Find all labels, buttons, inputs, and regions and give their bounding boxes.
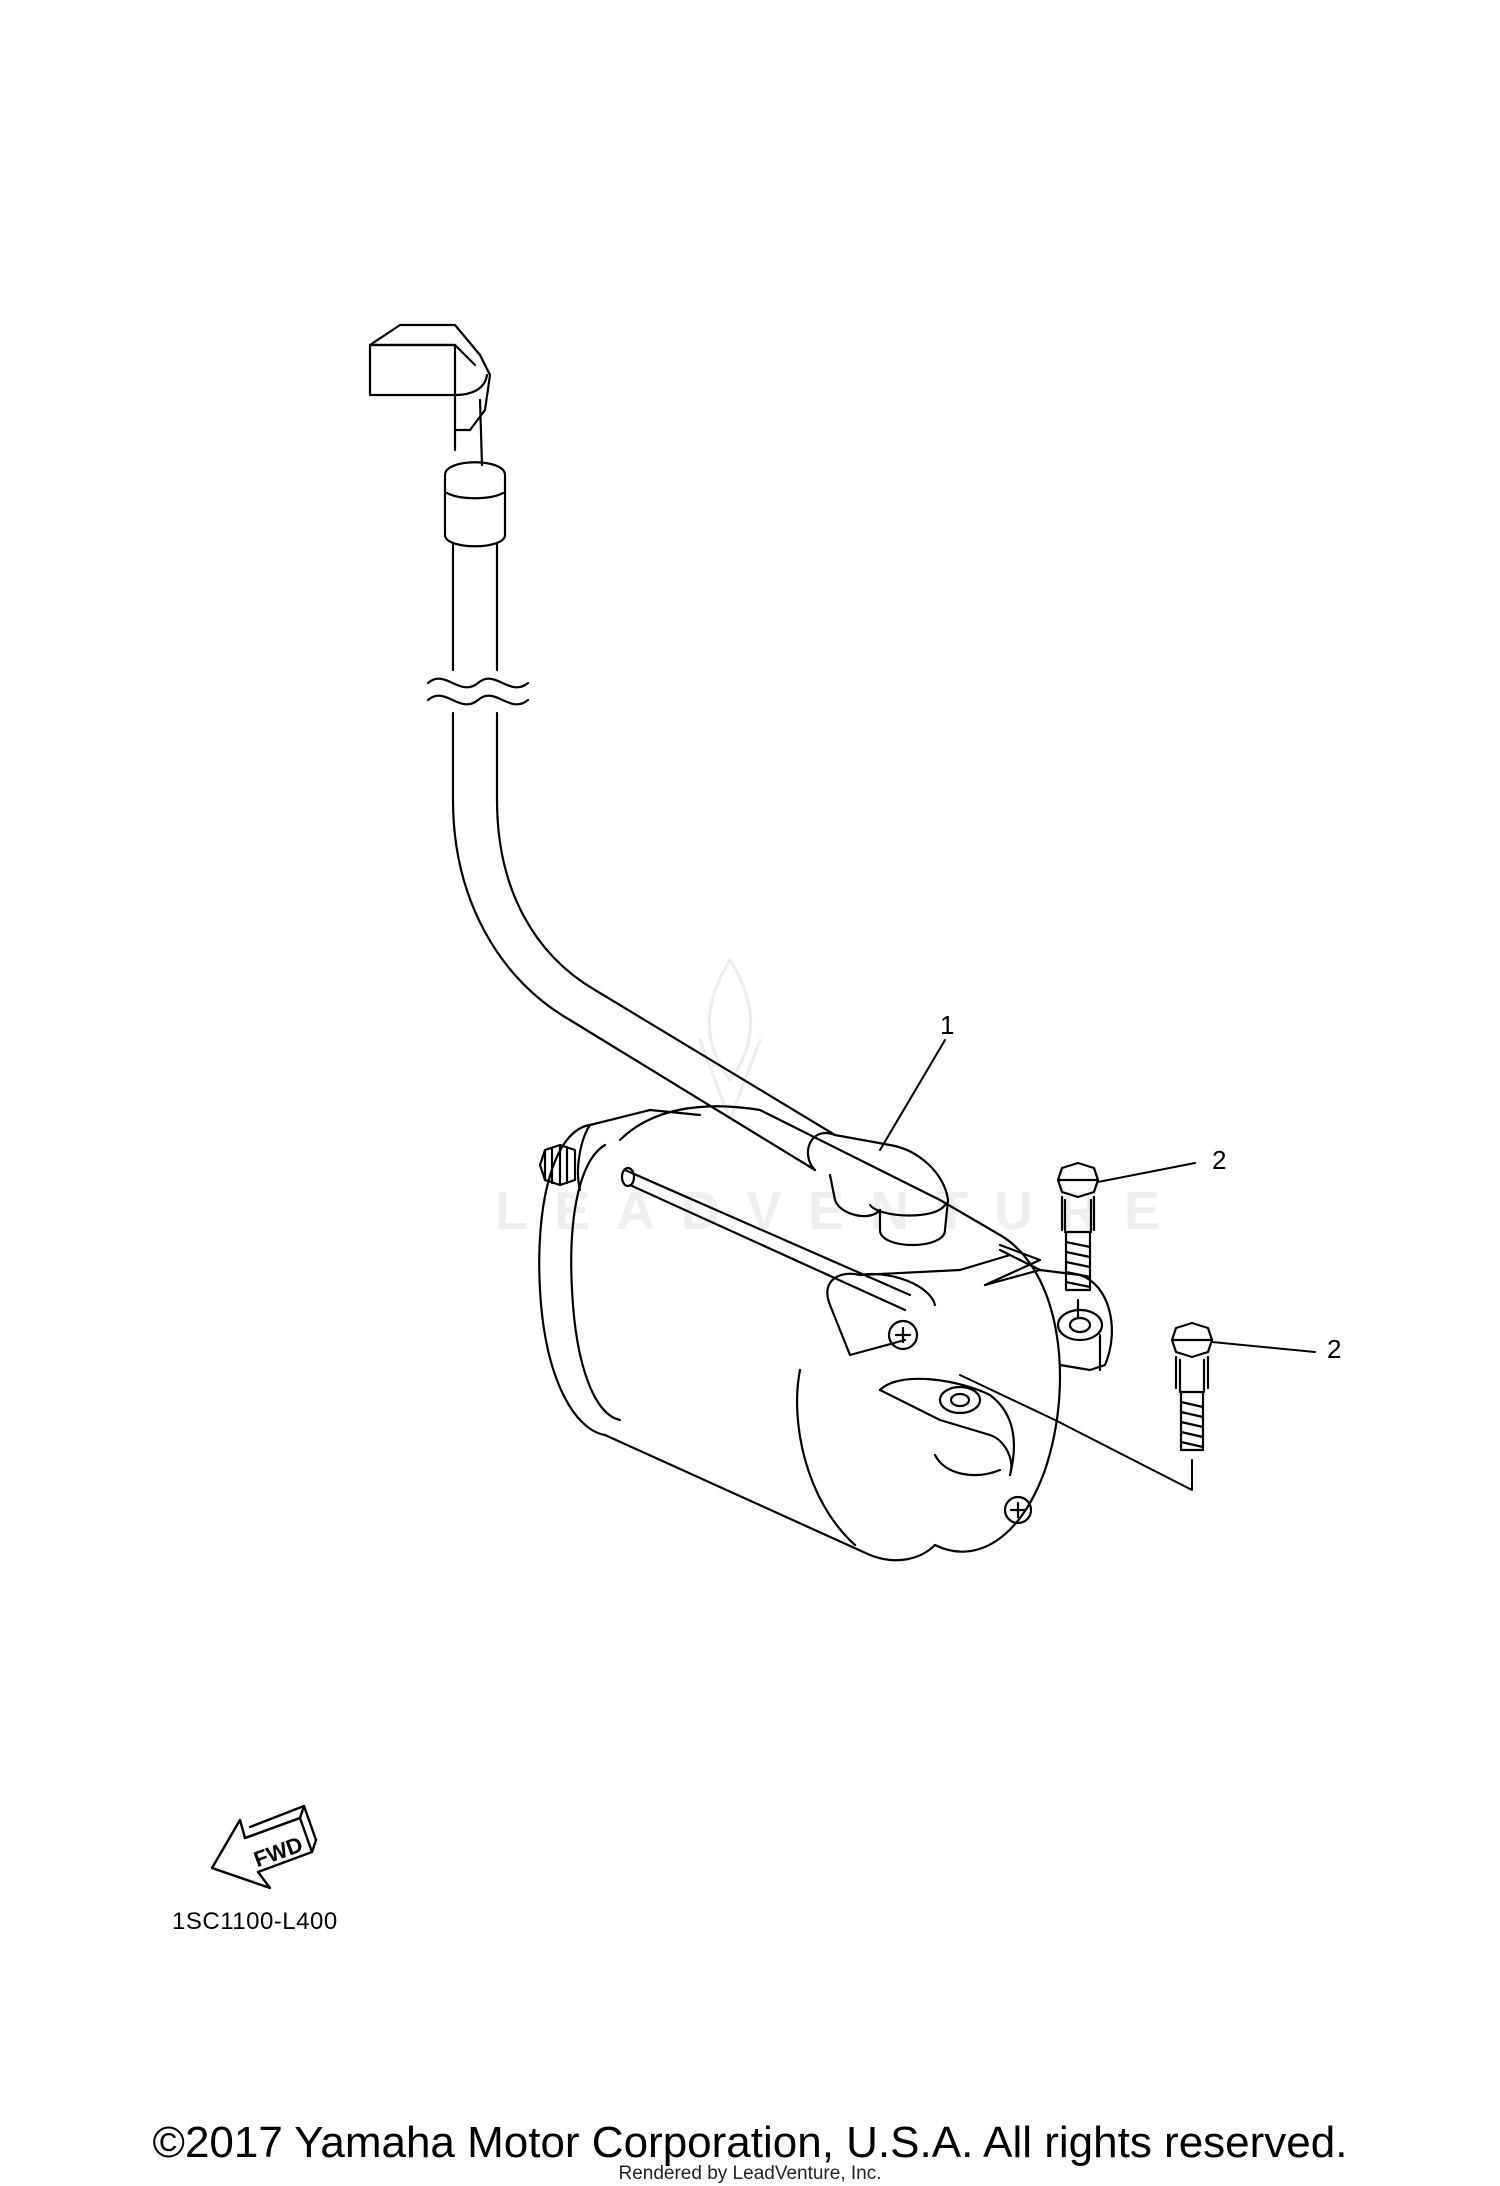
cable-boot <box>443 461 507 548</box>
rendered-by-credit: Rendered by LeadVenture, Inc. <box>618 2163 882 2184</box>
leader-line-1 <box>879 1039 946 1151</box>
callout-1: 1 <box>940 1010 955 1040</box>
leader-line-2-upper <box>1097 1162 1196 1183</box>
bolt-lower <box>959 1321 1214 1491</box>
drawing-code: 1SC1100-L400 <box>172 1908 338 1935</box>
bolt-upper <box>1056 1161 1100 1320</box>
fwd-arrow-icon <box>210 1804 318 1890</box>
copyright-notice: ©2017 Yamaha Motor Corporation, U.S.A. A… <box>152 2118 1348 2167</box>
callout-2-lower: 2 <box>1327 1334 1342 1364</box>
leader-line-2-lower <box>1211 1341 1316 1353</box>
callout-2-upper: 2 <box>1212 1145 1227 1175</box>
fwd-label: FWD <box>250 1832 306 1873</box>
starter-motor-body <box>538 1105 1113 1562</box>
watermark-logo <box>698 958 762 1122</box>
lead-wire <box>426 543 950 1246</box>
terminal-cap <box>368 323 492 467</box>
